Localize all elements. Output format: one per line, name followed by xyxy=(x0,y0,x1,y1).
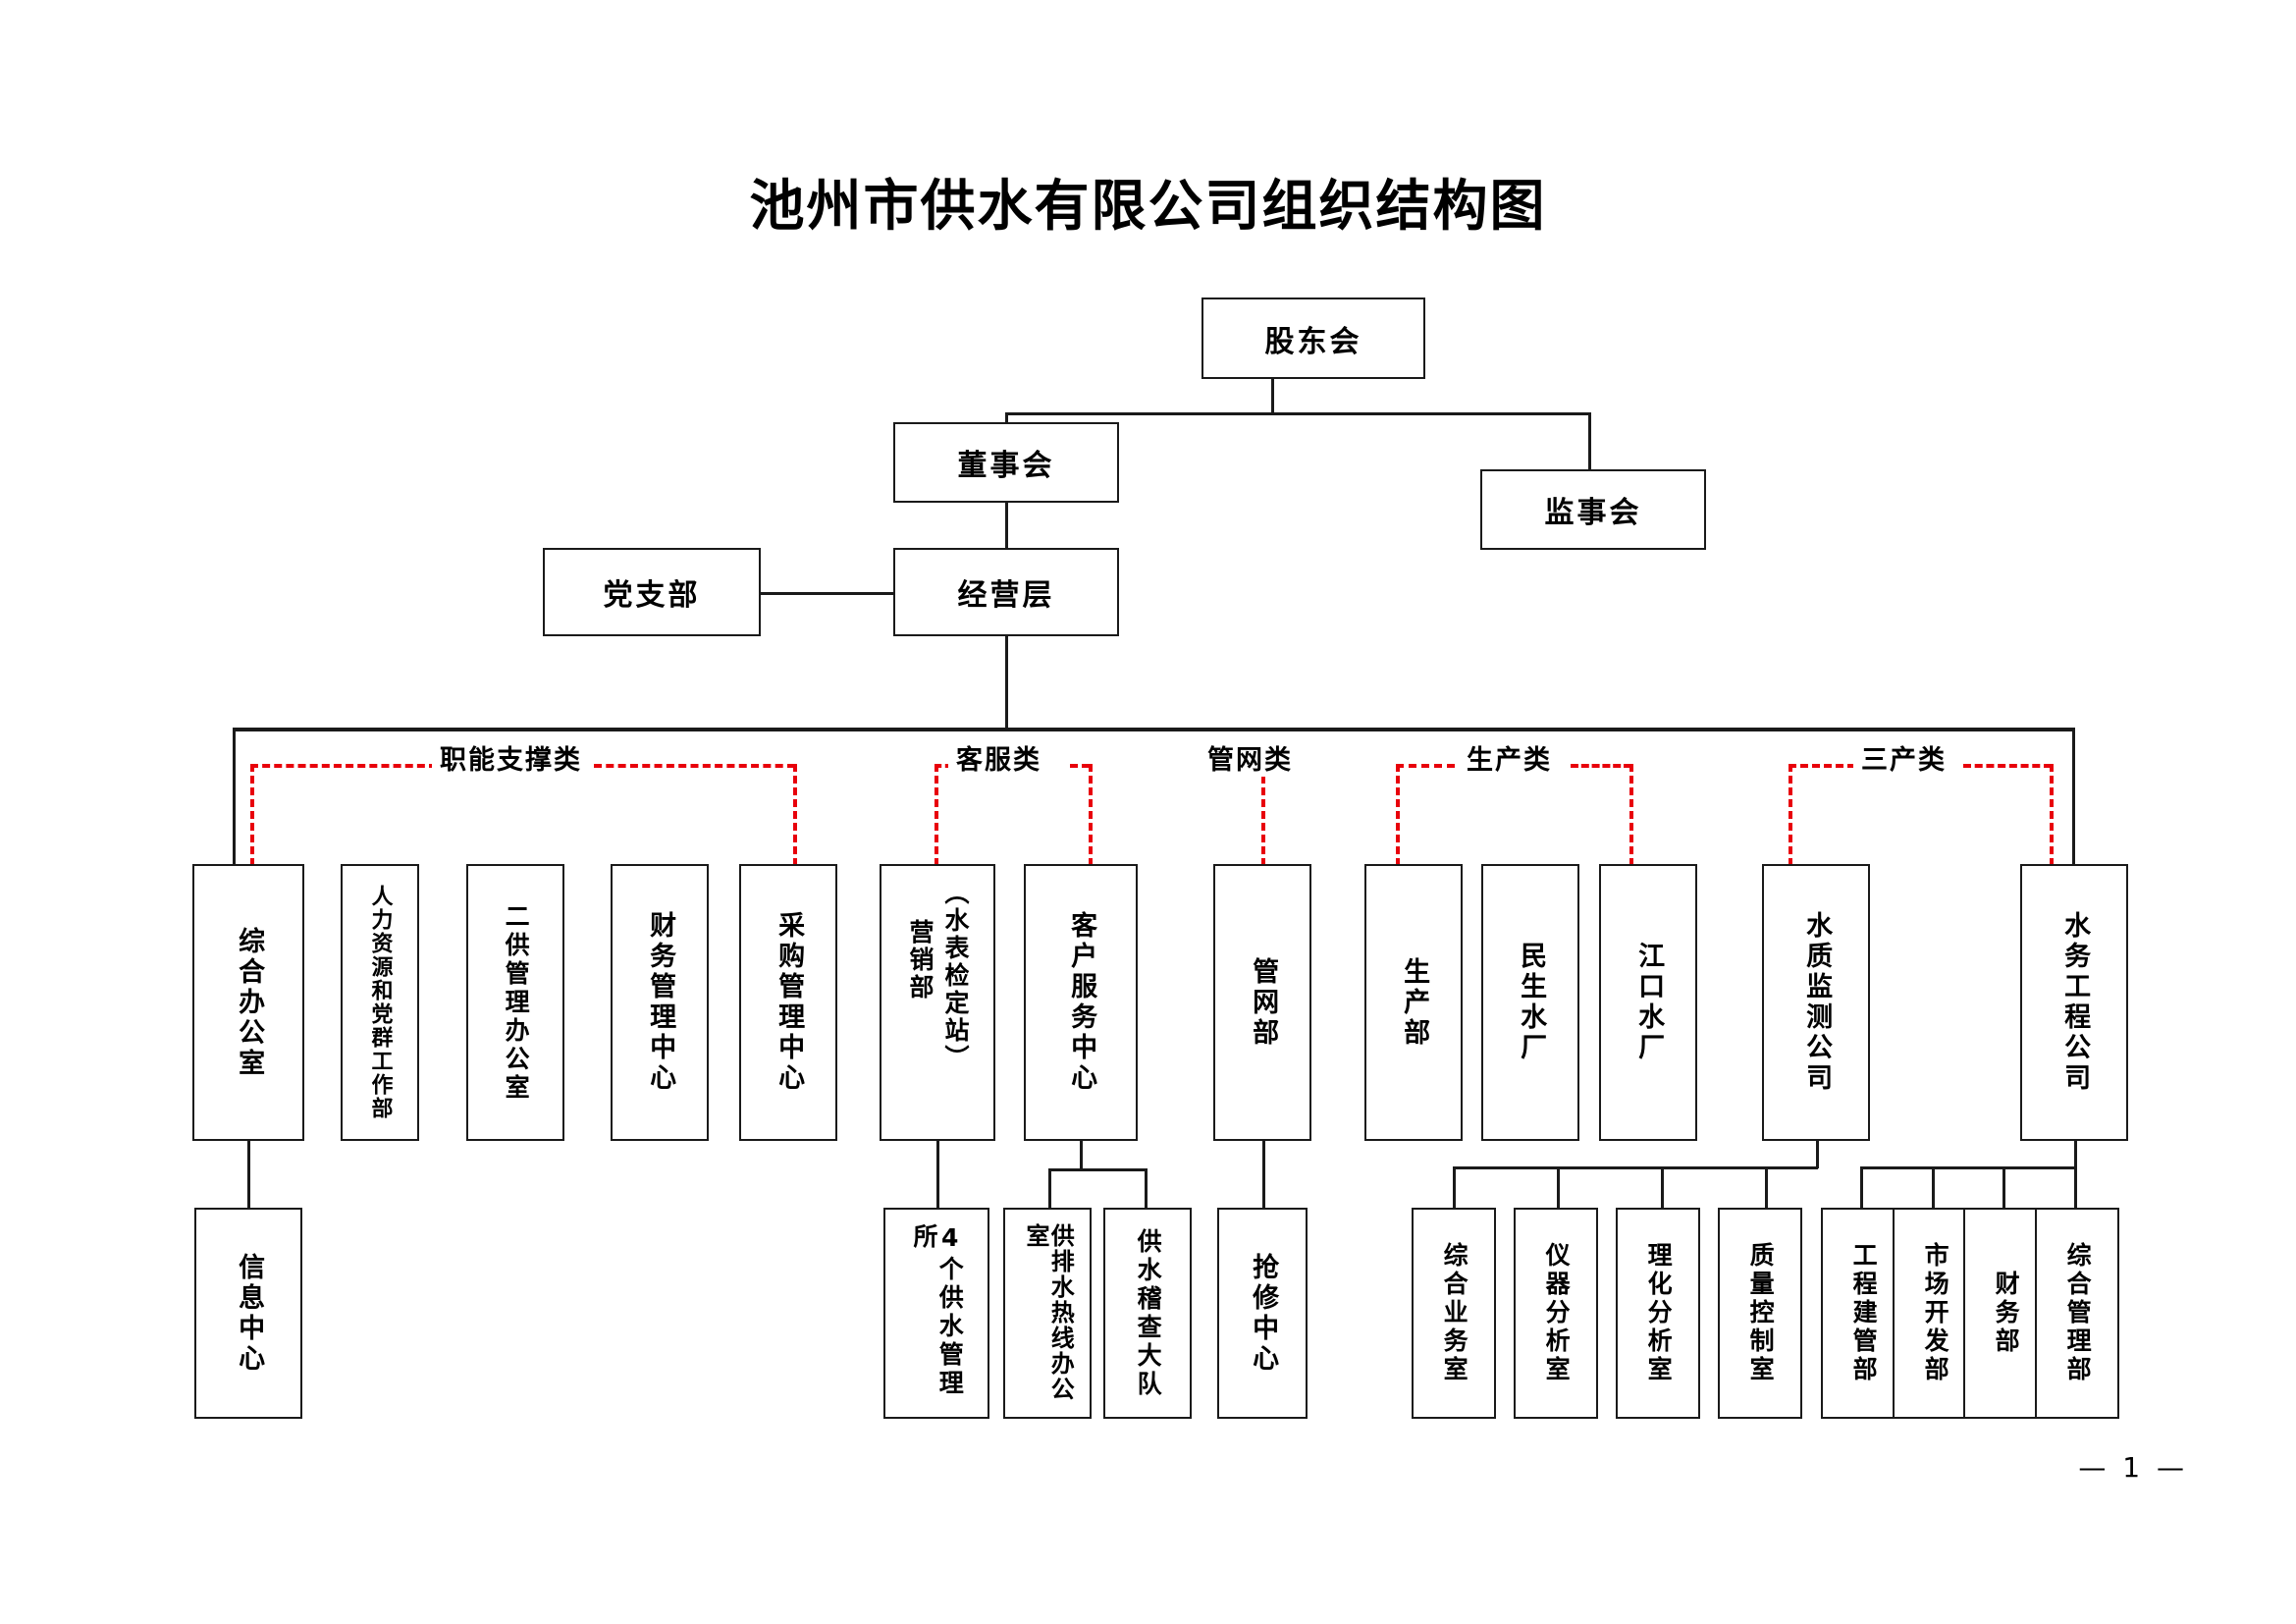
subdept-info-center[interactable]: 信息中心 xyxy=(194,1208,302,1419)
category-frame-functional-support-left xyxy=(250,764,254,866)
page-title: 池州市供水有限公司组织结构图 xyxy=(749,175,1547,239)
node-shareholders[interactable]: 股东会 xyxy=(1201,298,1425,379)
category-frame-functional-support-right xyxy=(793,764,797,866)
subdept-comprehensive-business-office[interactable]: 综合业务室 xyxy=(1412,1208,1496,1419)
category-label-production: 生产类 xyxy=(1459,738,1560,777)
connector-wec-d3 xyxy=(2002,1166,2005,1208)
dept-water-quality-co[interactable]: 水质监测公司 xyxy=(1762,864,1870,1141)
category-frame-functional-support-top-right xyxy=(594,764,795,768)
dept-water-engineering-co[interactable]: 水务工程公司 xyxy=(2020,864,2128,1141)
dept-marketing-station-sub: 营销部 xyxy=(906,919,934,1001)
dept-minsheng-plant[interactable]: 民生水厂 xyxy=(1481,864,1579,1141)
category-label-functional-support: 职能支撑类 xyxy=(432,738,590,777)
connector-wec-down xyxy=(2074,1141,2077,1168)
connector-wqc-room3 xyxy=(1661,1166,1664,1208)
category-frame-tertiary-top-right xyxy=(1963,764,2052,768)
category-frame-production-top-left xyxy=(1396,764,1455,768)
subdept-quality-control-room[interactable]: 质量控制室 xyxy=(1718,1208,1802,1419)
connector-shareholders-split xyxy=(1005,412,1590,415)
dept-finance-center[interactable]: 财务管理中心 xyxy=(611,864,709,1141)
page-footer: — 1 — xyxy=(2078,1451,2188,1484)
category-frame-customer-service-right xyxy=(1089,764,1093,866)
connector-csc-split xyxy=(1048,1168,1147,1171)
connector-main-backbone xyxy=(233,728,2075,731)
dept-secondary-supply-office[interactable]: 二供管理办公室 xyxy=(466,864,564,1141)
dept-marketing-station-main: （水表检定站） xyxy=(941,880,970,1072)
connector-pipe-repair xyxy=(1262,1141,1265,1208)
connector-general-office-info-center xyxy=(247,1141,250,1208)
subdept-instrument-analysis-room[interactable]: 仪器分析室 xyxy=(1514,1208,1598,1419)
category-label-pipe-network: 管网类 xyxy=(1200,738,1301,777)
connector-wec-bus xyxy=(1860,1166,2076,1169)
connector-party-management xyxy=(761,592,893,595)
connector-wqc-bus xyxy=(1453,1166,1818,1169)
subdept-repair-center[interactable]: 抢修中心 xyxy=(1217,1208,1308,1419)
category-frame-tertiary-left xyxy=(1789,764,1792,866)
dept-jiangkou-plant[interactable]: 江口水厂 xyxy=(1599,864,1697,1141)
dept-customer-service-center[interactable]: 客户服务中心 xyxy=(1024,864,1138,1141)
connector-csc-inspection xyxy=(1145,1168,1148,1208)
connector-wec-d1 xyxy=(1860,1166,1863,1208)
subdept-finance[interactable]: 财务部 xyxy=(1963,1208,2048,1419)
category-frame-pipe-network-stem xyxy=(1261,776,1265,866)
category-frame-production-top-right xyxy=(1571,764,1631,768)
category-frame-tertiary-right xyxy=(2050,764,2054,866)
connector-backbone-left-drop xyxy=(233,728,236,864)
node-party-branch[interactable]: 党支部 xyxy=(543,548,761,636)
subdept-comprehensive-management[interactable]: 综合管理部 xyxy=(2035,1208,2119,1419)
node-board[interactable]: 董事会 xyxy=(893,422,1119,503)
connector-csc-down xyxy=(1080,1141,1083,1170)
category-frame-customer-service-top-left xyxy=(934,764,952,768)
connector-marketing-stations xyxy=(936,1141,939,1208)
dept-production[interactable]: 生产部 xyxy=(1364,864,1463,1141)
category-frame-functional-support-top-left xyxy=(250,764,437,768)
subdept-physchem-analysis-room[interactable]: 理化分析室 xyxy=(1616,1208,1700,1419)
dept-marketing-station[interactable]: （水表检定站） 营销部 xyxy=(880,864,995,1141)
category-frame-production-right xyxy=(1629,764,1633,866)
node-supervisors[interactable]: 监事会 xyxy=(1480,469,1706,550)
subdept-inspection-brigade[interactable]: 供水稽查大队 xyxy=(1103,1208,1192,1419)
category-frame-customer-service-left xyxy=(934,764,938,866)
dept-hr-party[interactable]: 人力资源和党群工作部 xyxy=(341,864,419,1141)
dept-pipe-network[interactable]: 管网部 xyxy=(1213,864,1311,1141)
connector-to-supervisors xyxy=(1588,412,1591,471)
category-frame-tertiary-top-left xyxy=(1789,764,1879,768)
category-frame-customer-service-top-right xyxy=(1070,764,1090,768)
subdept-market-development[interactable]: 市场开发部 xyxy=(1893,1208,1977,1419)
dept-procurement-center[interactable]: 采购管理中心 xyxy=(739,864,837,1141)
dept-general-office[interactable]: 综合办公室 xyxy=(192,864,304,1141)
connector-board-management xyxy=(1005,503,1008,548)
subdept-hotline-office[interactable]: 供排水热线办公室 xyxy=(1003,1208,1092,1419)
connector-wqc-room4 xyxy=(1765,1166,1768,1208)
connector-backbone-right-drop xyxy=(2072,728,2075,864)
connector-csc-hotline xyxy=(1048,1168,1051,1208)
connector-management-down xyxy=(1005,636,1008,730)
connector-wqc-room1 xyxy=(1453,1166,1456,1208)
connector-wqc-down xyxy=(1816,1141,1819,1168)
connector-wec-d2 xyxy=(1932,1166,1935,1208)
category-frame-production-left xyxy=(1396,764,1400,866)
connector-shareholders-down xyxy=(1271,379,1274,414)
node-management[interactable]: 经营层 xyxy=(893,548,1119,636)
connector-wec-d4 xyxy=(2074,1166,2077,1208)
category-label-tertiary: 三产类 xyxy=(1853,738,1954,777)
connector-wqc-room2 xyxy=(1557,1166,1560,1208)
subdept-four-supply-stations[interactable]: 4个供水管理所 xyxy=(883,1208,989,1419)
category-label-customer-service: 客服类 xyxy=(948,738,1049,777)
